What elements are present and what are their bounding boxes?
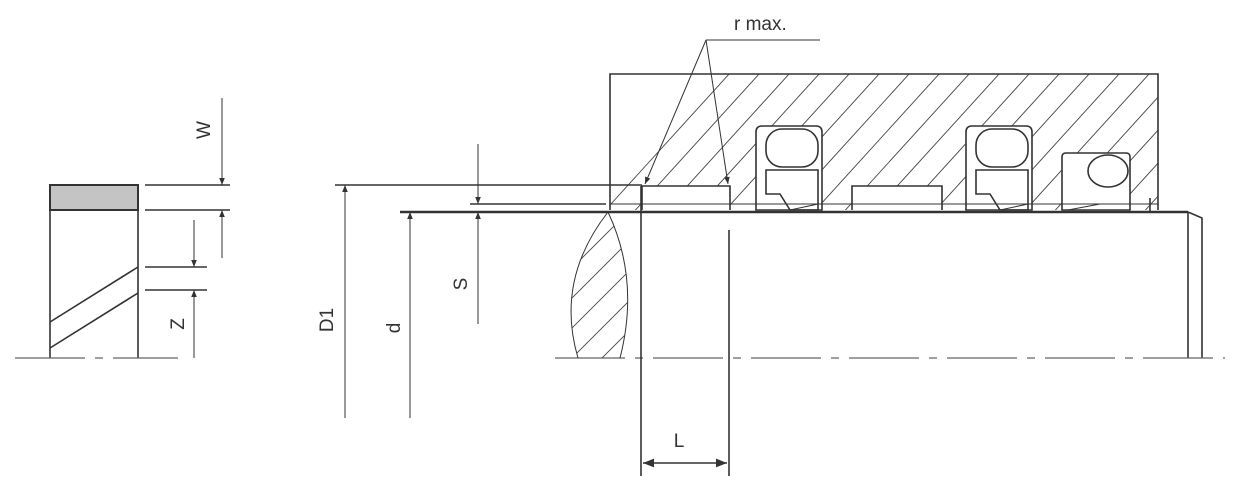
dimension-d1: D1 xyxy=(317,184,642,418)
o-ring-2 xyxy=(975,128,1029,168)
seal-2 xyxy=(965,125,1033,211)
dimension-z: Z xyxy=(145,220,207,358)
split-line-2 xyxy=(49,292,139,349)
dimension-w: W xyxy=(145,98,230,258)
dimension-d: d xyxy=(384,212,413,418)
label-d: d xyxy=(384,323,405,334)
guide-ring-detail xyxy=(15,184,178,359)
label-l: L xyxy=(674,431,685,452)
label-s: S xyxy=(451,278,472,291)
gray-cap xyxy=(49,184,139,211)
o-ring-1 xyxy=(765,128,819,168)
groove-guide-ring-2 xyxy=(851,185,943,210)
shaft-section-lens xyxy=(570,211,629,359)
shaft xyxy=(400,210,1225,359)
dimension-s: S xyxy=(451,144,606,324)
label-w: W xyxy=(194,121,215,139)
groove-guide-ring-1 xyxy=(641,185,731,210)
o-ring-3 xyxy=(1087,154,1129,188)
dimension-l: L xyxy=(640,186,730,476)
housing-hatching xyxy=(610,74,1158,210)
wiper-seal xyxy=(1061,152,1151,212)
label-z: Z xyxy=(168,318,189,330)
label-d1: D1 xyxy=(317,308,338,332)
seal-1 xyxy=(755,125,823,211)
label-r-max: r max. xyxy=(734,14,787,35)
r-max-leader: r max. xyxy=(644,14,820,185)
housing-outline xyxy=(609,73,1159,210)
split-line-1 xyxy=(49,266,139,323)
